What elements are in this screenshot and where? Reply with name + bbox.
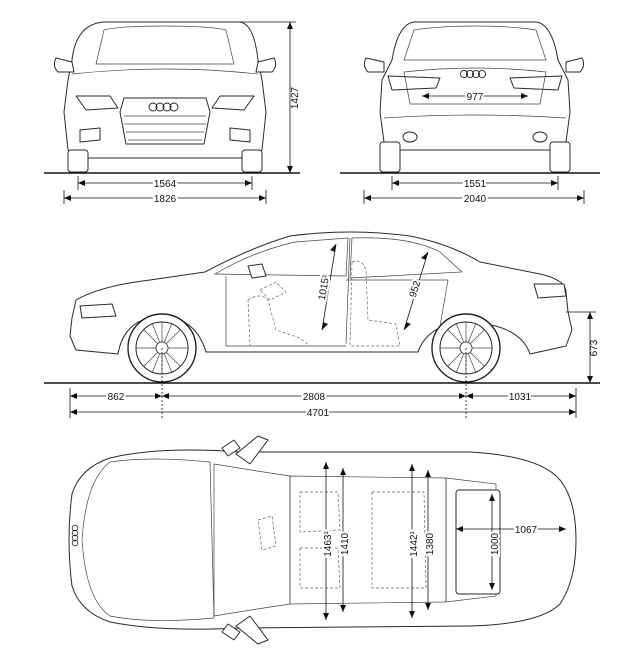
headlight-left xyxy=(75,95,119,111)
fog-light-right xyxy=(229,127,251,143)
front-tire-left xyxy=(67,149,89,173)
side-window-front xyxy=(213,237,349,277)
front-height-label: 1427 xyxy=(290,86,301,109)
exhaust-left xyxy=(402,131,418,143)
rear-overhang-label: 1031 xyxy=(509,392,532,403)
loading-sill-dimension xyxy=(566,311,596,383)
top-door-front-left-open xyxy=(235,435,269,465)
front-hood-line xyxy=(71,68,259,75)
front-mirror-left xyxy=(53,57,75,73)
rear-mirror-left xyxy=(363,57,385,73)
trunk-width-dimension xyxy=(489,494,495,590)
front-view xyxy=(53,21,277,173)
top-trunk-opening xyxy=(455,489,501,595)
front-grille xyxy=(119,97,211,145)
trunk-lid-line xyxy=(403,67,547,105)
side-rear-door xyxy=(346,279,449,327)
trunk-width-label: 1000 xyxy=(490,532,501,555)
front-elbow-width-dimension xyxy=(340,468,346,612)
rear-overhang-dimension xyxy=(466,393,576,399)
rear-headroom-dimension xyxy=(403,251,429,331)
side-view xyxy=(69,231,573,383)
overall-width-dimension xyxy=(63,190,267,204)
fog-light-left xyxy=(79,127,101,143)
headlight-right xyxy=(211,95,255,111)
front-headroom-dimension xyxy=(321,243,337,331)
top-hood xyxy=(81,458,215,621)
rear-elbow-width-label: 1380 xyxy=(425,532,436,555)
rear-elbow-width-dimension xyxy=(425,470,431,610)
rear-trunk-width-dimension xyxy=(422,93,528,99)
side-mirror xyxy=(247,263,267,279)
rear-shoulder-width-dimension xyxy=(409,464,415,618)
top-door-front-right-open xyxy=(235,615,269,645)
side-extent-lines xyxy=(69,388,577,418)
taillight-right xyxy=(509,75,563,91)
exhaust-right xyxy=(532,131,548,143)
overall-length-label: 4701 xyxy=(307,408,330,419)
trunk-length-label: 1067 xyxy=(515,525,538,536)
taillight-left xyxy=(387,75,441,91)
top-view xyxy=(68,435,577,645)
top-rear-window xyxy=(445,477,497,603)
top-body-outline xyxy=(68,449,577,630)
rear-track-dimension xyxy=(391,176,559,190)
width-with-mirrors-dimension xyxy=(363,190,585,204)
front-height-dimension xyxy=(240,21,296,173)
front-track-label: 1564 xyxy=(154,179,177,190)
top-mirror-right xyxy=(221,623,241,641)
front-windshield xyxy=(95,25,235,65)
front-overhang-label: 862 xyxy=(108,392,125,403)
overall-width-label: 1826 xyxy=(154,194,177,205)
top-mirror-left xyxy=(221,439,241,457)
width-with-mirrors-label: 2040 xyxy=(464,194,487,205)
overall-length-dimension xyxy=(70,409,576,415)
rear-window xyxy=(403,25,547,61)
audi-rings-logo-front xyxy=(148,102,179,112)
trunk-length-dimension xyxy=(456,526,566,532)
rear-track-label: 1551 xyxy=(464,179,487,190)
rear-view xyxy=(363,21,585,173)
wheelbase-dimension xyxy=(162,393,466,399)
side-b-pillar xyxy=(345,237,351,345)
rear-shoulder-width-label: 1442¹ xyxy=(409,531,420,557)
side-taillight xyxy=(533,283,567,299)
front-shoulder-width-dimension xyxy=(323,462,329,620)
rear-tire-right xyxy=(549,141,571,173)
side-window-rear xyxy=(349,237,463,279)
side-headlight xyxy=(79,303,117,319)
audi-rings-logo-rear xyxy=(459,69,487,79)
audi-rings-logo-top xyxy=(71,524,79,547)
top-front-seats xyxy=(299,491,341,589)
front-grille-slats xyxy=(124,115,206,141)
rear-bumper xyxy=(383,114,567,119)
front-shoulder-width-label: 1463¹ xyxy=(323,531,334,557)
loading-sill-label: 673 xyxy=(589,339,600,356)
front-tire-right xyxy=(241,149,263,173)
wheelbase-label: 2808 xyxy=(303,392,326,403)
front-elbow-width-label: 1410 xyxy=(340,532,351,555)
rear-tire-left xyxy=(379,141,401,173)
front-mirror-right xyxy=(255,57,277,73)
front-track-dimension xyxy=(77,176,253,190)
rear-trunk-width-label: 977 xyxy=(467,92,484,103)
rear-mirror-right xyxy=(565,57,585,73)
front-overhang-dimension xyxy=(70,393,162,399)
steering-wheel-outline xyxy=(259,281,287,301)
